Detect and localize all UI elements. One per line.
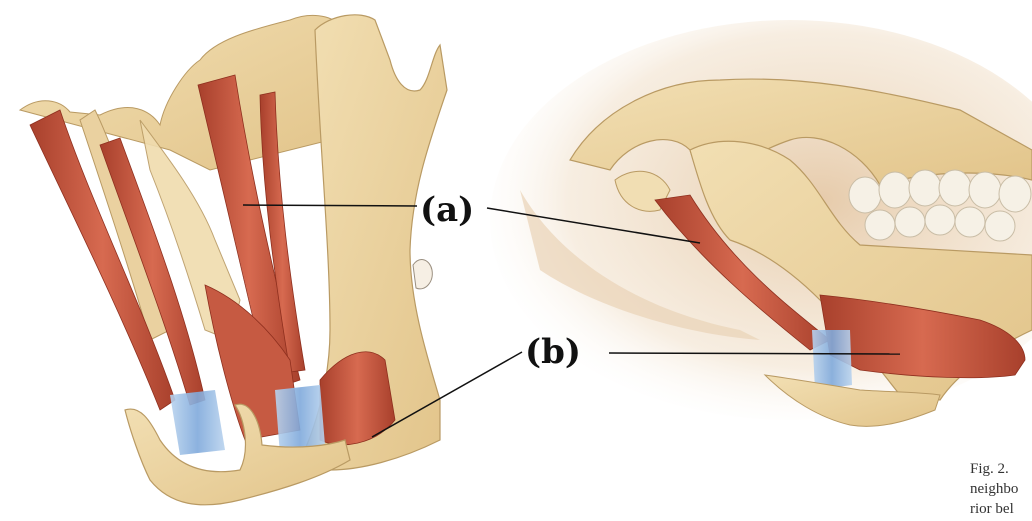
caption-line-2: neighbo xyxy=(970,482,1018,497)
caption-line-3: rior bel xyxy=(970,502,1014,517)
tendon-right xyxy=(812,330,852,390)
leader-a-left xyxy=(243,205,417,206)
label-b: (b) xyxy=(525,335,581,369)
label-a: (a) xyxy=(420,193,474,227)
tendon-left-2 xyxy=(275,385,325,455)
joint-fragment xyxy=(413,260,432,289)
leader-b-right xyxy=(609,353,900,354)
tendon-left-1 xyxy=(170,390,225,455)
caption-line-1: Fig. 2. xyxy=(970,462,1009,477)
